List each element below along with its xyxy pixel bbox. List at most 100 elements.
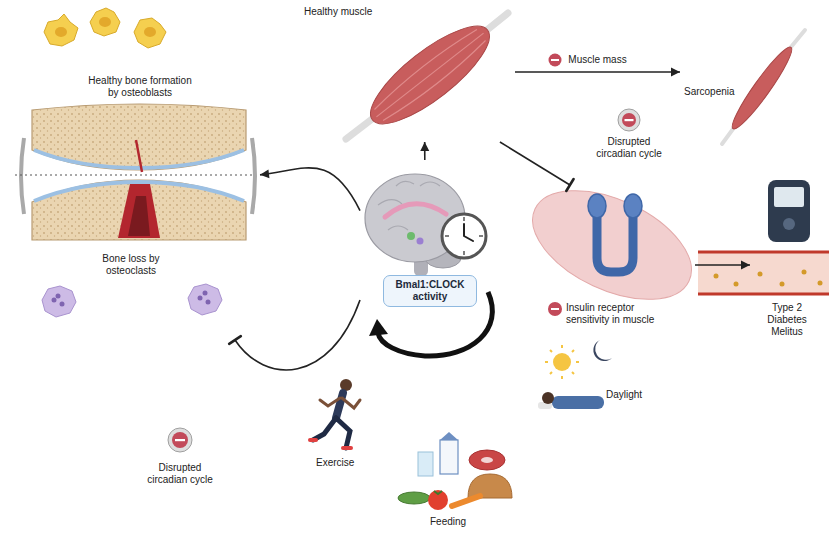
edge-label: Muscle mass	[568, 54, 626, 66]
osteoclast-cells-part	[206, 300, 211, 305]
clock-icon	[442, 214, 486, 258]
daylight-icon-part	[545, 345, 579, 379]
minus-icon-part	[549, 54, 562, 67]
food-illustration-part	[469, 450, 505, 470]
osteoblast-cells-part	[144, 27, 156, 37]
clock-icon-part	[445, 217, 483, 255]
osteoblast-cells-part	[99, 17, 111, 27]
arrow-head	[671, 68, 680, 77]
runner-figure	[308, 379, 360, 450]
minus-icon-part	[551, 308, 559, 310]
text-slot: Healthy muscle	[304, 6, 394, 18]
minus-icon-part	[622, 113, 636, 127]
runner-figure-part	[342, 398, 360, 408]
glucometer-icon	[768, 180, 810, 242]
node-label: Healthy muscle	[304, 6, 394, 18]
glucometer-icon-part	[774, 187, 804, 207]
text-slot: Sarcopenia	[684, 86, 744, 98]
clock-icon-part	[464, 224, 473, 241]
daylight-icon	[538, 340, 612, 409]
arrow-head	[741, 260, 750, 269]
node-label: Sarcopenia	[684, 86, 744, 98]
connector	[420, 142, 429, 160]
text-slot: Disrupted circadian cycle	[139, 462, 221, 486]
osteoclast-cells	[42, 284, 222, 317]
osteoclast-cells-part	[42, 286, 76, 317]
free-label: Exercise	[316, 457, 376, 469]
bone-joint-figure: Healthy bone formation by osteoblastsBon…	[10, 5, 260, 340]
bone-joint-part	[21, 138, 24, 214]
text-slot: Muscle mass	[568, 54, 626, 66]
blood-vessel-part	[818, 281, 823, 286]
minus-icon-part	[551, 59, 559, 61]
healthy-muscle-figure: Healthy muscle	[300, 2, 515, 142]
sarcopenia-figure: Sarcopenia	[680, 30, 820, 148]
food-illustration-part	[452, 496, 480, 506]
daylight-icon-part	[593, 340, 612, 361]
node-label: Bone loss by osteoclasts	[95, 253, 167, 277]
free-label: Feeding	[430, 516, 490, 528]
glucometer-icon-part	[783, 218, 795, 230]
brain-illustration-part	[417, 238, 424, 245]
minus-icon-part	[548, 302, 562, 316]
insulin-receptor-figure: Insulin receptor sensitivity in muscle	[530, 185, 695, 340]
bone-joint-part	[136, 140, 142, 172]
brain-clock-hub: Bmal1:CLOCK activity	[360, 160, 495, 318]
text-slot: Feeding	[430, 516, 490, 528]
text-slot: Exercise	[316, 457, 376, 469]
text-slot: Bmal1:CLOCK activity	[383, 275, 477, 307]
sarcopenia-illustration-part	[726, 43, 797, 134]
blood-vessel-part	[714, 274, 719, 279]
food-illustration-part	[434, 491, 442, 494]
blood-vessel-part	[698, 252, 829, 294]
muscle-illustration-part-part	[372, 26, 477, 109]
food-illustration-part	[418, 452, 433, 476]
brain-illustration-part	[385, 204, 446, 217]
text-slot: Healthy bone formation by osteoblasts	[85, 75, 195, 99]
daylight-icon-part	[553, 353, 571, 371]
inhibition-bar	[229, 336, 241, 344]
osteoblast-cells-part	[44, 14, 78, 46]
node-label: Healthy bone formation by osteoblasts	[85, 75, 195, 99]
minus-icon	[549, 54, 562, 67]
food-illustration	[398, 432, 512, 510]
connector	[260, 168, 360, 211]
osteoblast-cells-part	[55, 27, 67, 37]
bone-joint-part	[128, 196, 150, 236]
bone-joint-part	[252, 138, 255, 214]
connector-line	[260, 168, 360, 211]
connector-line	[500, 142, 570, 185]
node-label: Type 2 Diabetes Melitus	[758, 302, 816, 338]
minus-icon	[548, 302, 562, 316]
connector	[515, 68, 680, 77]
muscle-illustration-part-part	[376, 33, 483, 117]
daylight-icon-part	[552, 396, 604, 409]
connector-line	[235, 300, 360, 370]
inhibition-bar	[566, 179, 573, 191]
muscle-illustration-part-part	[383, 40, 488, 123]
minus-icon-part	[172, 432, 188, 448]
bone-joint-part	[32, 180, 246, 240]
diabetes-figure: Type 2 Diabetes Melitus	[750, 175, 826, 350]
blood-vessel-part	[802, 270, 807, 275]
osteoblast-cells-part	[90, 8, 120, 36]
minus-icon-part	[175, 439, 185, 441]
hub-box-label: Bmal1:CLOCK activity	[383, 275, 477, 307]
muscle-illustration-part	[358, 11, 503, 139]
arrow-head	[260, 169, 269, 178]
muscle-illustration	[346, 11, 508, 139]
runner-figure-part	[308, 438, 318, 442]
blood-vessel-part	[758, 272, 763, 277]
runner-figure-part	[336, 418, 350, 448]
node-label: Insulin receptor sensitivity in muscle	[566, 302, 676, 326]
osteoclast-cells-part	[56, 294, 61, 299]
brain-illustration-part	[407, 232, 415, 240]
free-label: Daylight	[606, 389, 666, 401]
muscle-illustration-part	[346, 116, 376, 139]
text-slot: Insulin receptor sensitivity in muscle	[566, 302, 676, 326]
clock-icon-part	[442, 214, 486, 258]
sarcopenia-illustration-part	[722, 129, 733, 144]
blood-vessel-part	[780, 282, 785, 287]
insulin-receptor-illustration-part	[516, 168, 708, 321]
connector	[500, 142, 574, 191]
